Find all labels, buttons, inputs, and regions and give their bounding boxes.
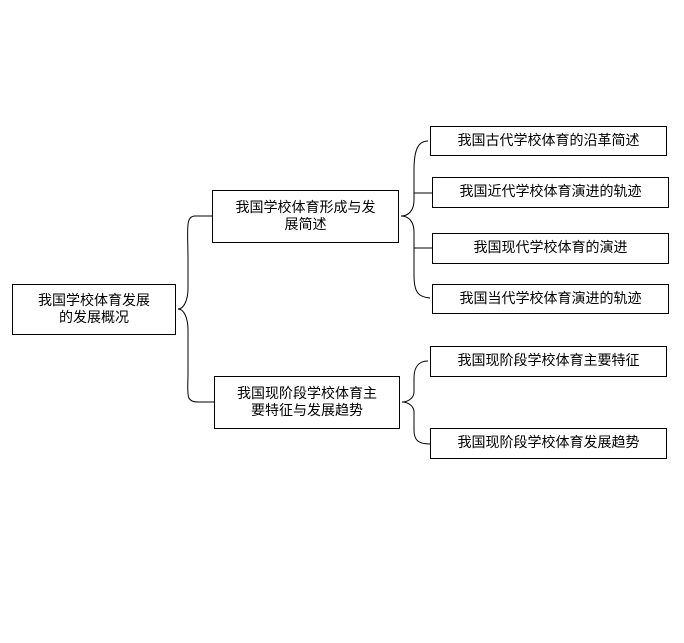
leaf-node-contemporary-label: 我国当代学校体育演进的轨迹 <box>459 290 642 307</box>
branch-node-history-line-2: 展简述 <box>284 216 327 233</box>
leaf-node-modern-label: 我国现代学校体育的演进 <box>473 240 628 256</box>
leaf-node-main-features-label: 我国现阶段学校体育主要特征 <box>457 353 640 369</box>
root-node: 我国学校体育发展 的发展概况 <box>12 284 176 335</box>
leaf-node-contemporary: 我国当代学校体育演进的轨迹 <box>432 284 669 314</box>
leaf-node-ancient: 我国古代学校体育的沿革简述 <box>430 126 667 156</box>
branch-node-history: 我国学校体育形成与发 展简述 <box>212 190 399 243</box>
brace-branch-1 <box>400 140 431 299</box>
branch-node-current-stage-line-1: 我国现阶段学校体育主 <box>237 385 377 402</box>
root-node-line-1: 我国学校体育发展 <box>38 292 150 309</box>
leaf-node-modern-early-label: 我国近代学校体育演进的轨迹 <box>459 184 642 200</box>
leaf-node-modern-early: 我国近代学校体育演进的轨迹 <box>432 177 669 208</box>
branch-node-history-line-1: 我国学校体育形成与发 <box>235 199 376 216</box>
leaf-node-main-features: 我国现阶段学校体育主要特征 <box>430 346 667 377</box>
leaf-node-modern: 我国现代学校体育的演进 <box>432 233 669 264</box>
root-node-line-2: 的发展概况 <box>59 309 129 326</box>
leaf-node-ancient-label: 我国古代学校体育的沿革简述 <box>457 132 640 149</box>
leaf-node-development-trends: 我国现阶段学校体育发展趋势 <box>430 428 667 459</box>
branch-node-current-stage: 我国现阶段学校体育主 要特征与发展趋势 <box>214 376 400 429</box>
brace-root <box>177 215 199 403</box>
leaf-node-development-trends-label: 我国现阶段学校体育发展趋势 <box>457 435 640 451</box>
branch-node-current-stage-line-2: 要特征与发展趋势 <box>251 402 363 419</box>
brace-branch-2 <box>401 360 431 445</box>
